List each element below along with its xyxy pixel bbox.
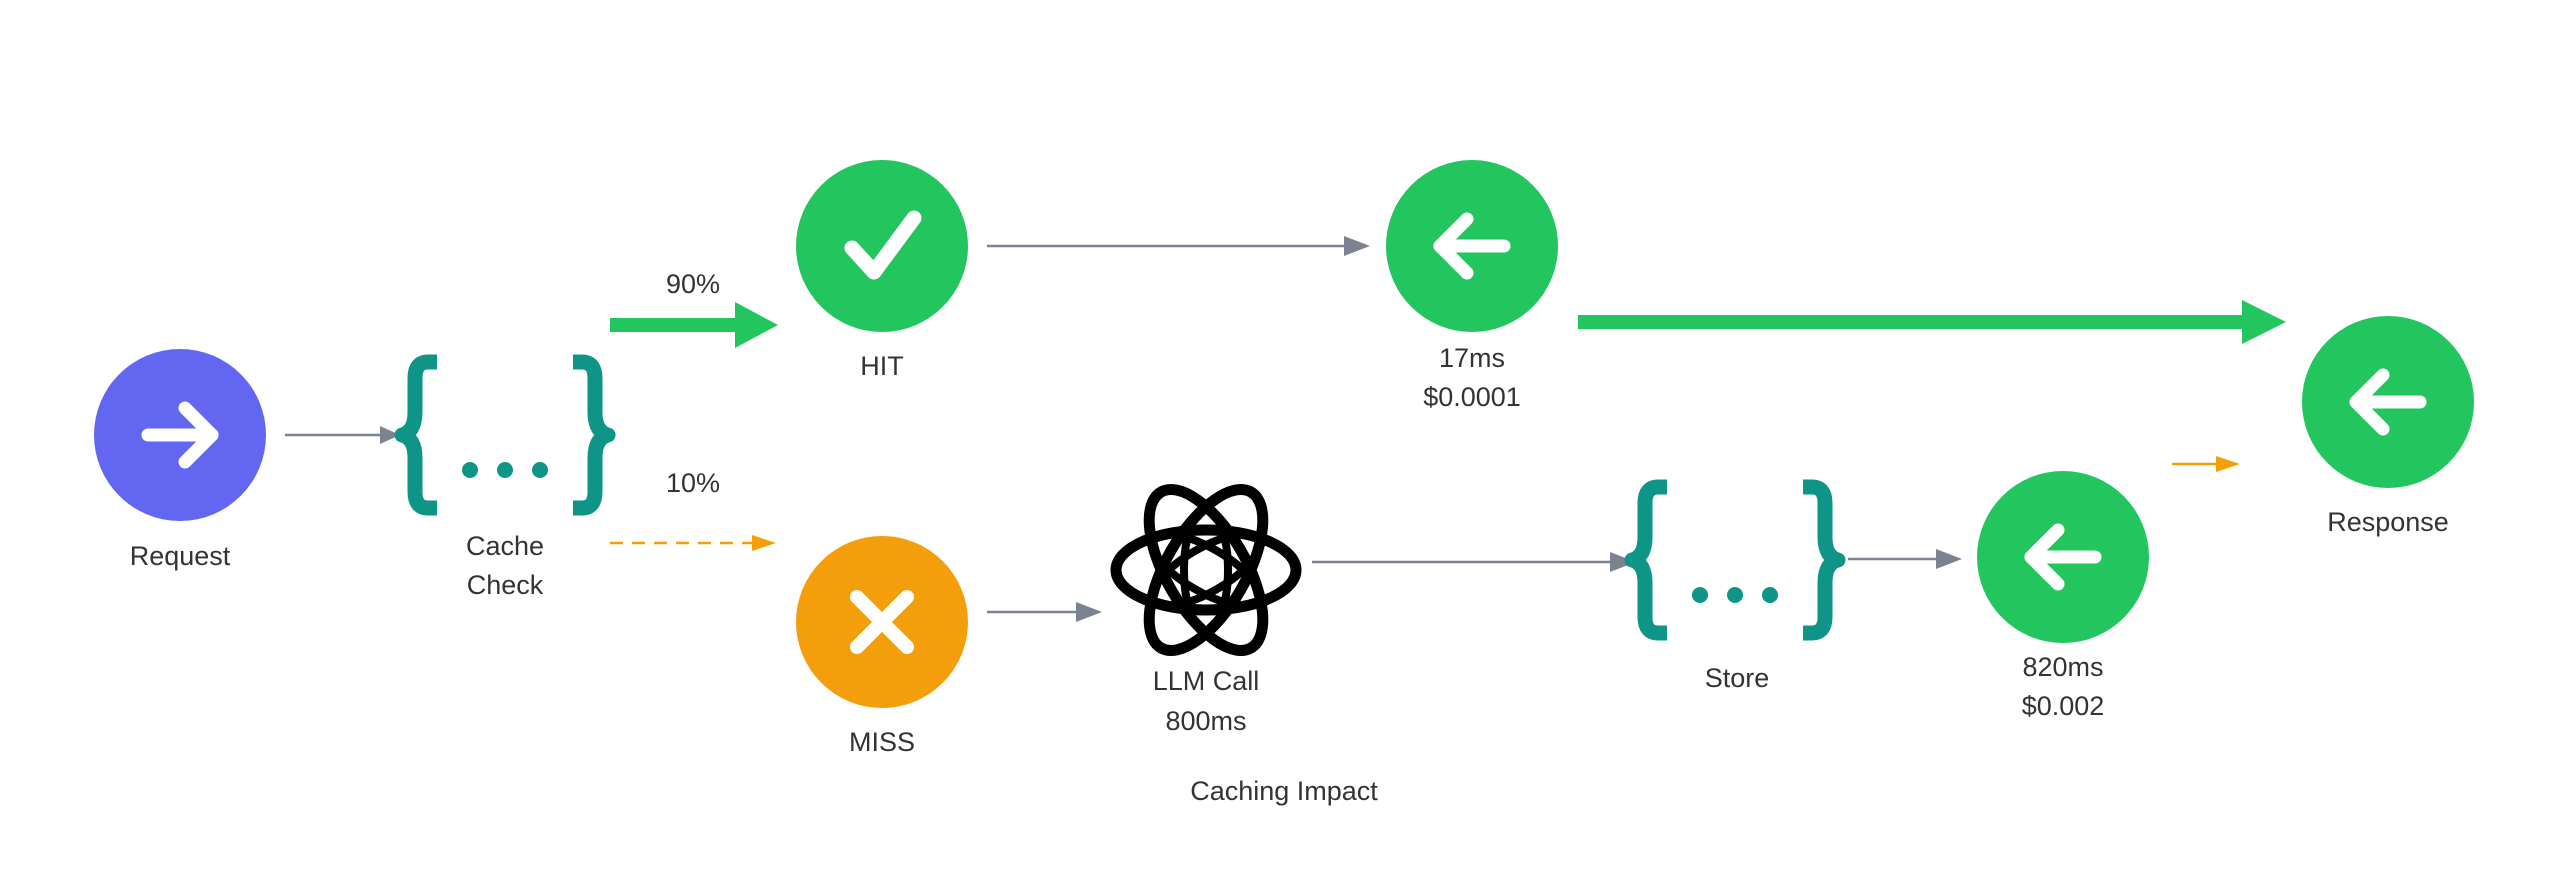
miss-share-label: 10% [666, 468, 720, 498]
node-response: Response [2302, 316, 2474, 537]
llm-call-label: LLM Call [1153, 666, 1260, 696]
edge-request-to-cache [285, 426, 400, 444]
cache-check-label-line2: Check [467, 570, 544, 600]
llm-latency-label: 800ms [1165, 706, 1246, 736]
hit-latency-label: 17ms [1439, 343, 1505, 373]
node-store: Store [1624, 479, 1846, 693]
edge-hit-return-to-response [1578, 300, 2286, 344]
store-label: Store [1705, 663, 1770, 693]
node-miss: MISS [796, 536, 968, 757]
check-icon [844, 210, 922, 280]
curly-braces-icon [394, 354, 616, 516]
response-label: Response [2327, 507, 2449, 537]
edge-hit-to-hit-return [987, 236, 1370, 256]
request-label: Request [130, 541, 231, 571]
openai-logo-icon [1110, 484, 1302, 656]
miss-latency-label: 820ms [2022, 652, 2103, 682]
node-request: Request [94, 349, 266, 571]
node-hit-return: 17ms $0.0001 [1386, 160, 1558, 412]
node-hit: HIT [796, 160, 968, 381]
edge-cache-to-miss [610, 535, 776, 551]
hit-label: HIT [860, 351, 904, 381]
hit-share-label: 90% [666, 269, 720, 299]
arrow-left-icon [1433, 212, 1511, 280]
x-icon [850, 590, 914, 654]
node-cache-check: Cache Check [394, 354, 616, 600]
hit-cost-label: $0.0001 [1423, 382, 1521, 412]
arrow-left-icon [2349, 368, 2427, 436]
cache-check-label-line1: Cache [466, 531, 544, 561]
edge-llm-to-store [1312, 552, 1636, 572]
node-miss-return: 820ms $0.002 [1977, 471, 2149, 721]
edge-cache-to-hit [610, 302, 778, 348]
edge-miss-to-llm [987, 602, 1102, 622]
curly-braces-icon [1624, 479, 1846, 641]
miss-cost-label: $0.002 [2022, 691, 2105, 721]
edge-miss-return-to-response [2172, 456, 2240, 472]
diagram-caption: Caching Impact [1190, 776, 1378, 806]
edge-store-to-miss-return [1848, 549, 1962, 569]
arrow-right-icon [141, 401, 219, 469]
miss-label: MISS [849, 727, 915, 757]
node-llm-call: LLM Call 800ms [1110, 484, 1302, 736]
arrow-left-icon [2024, 523, 2102, 591]
